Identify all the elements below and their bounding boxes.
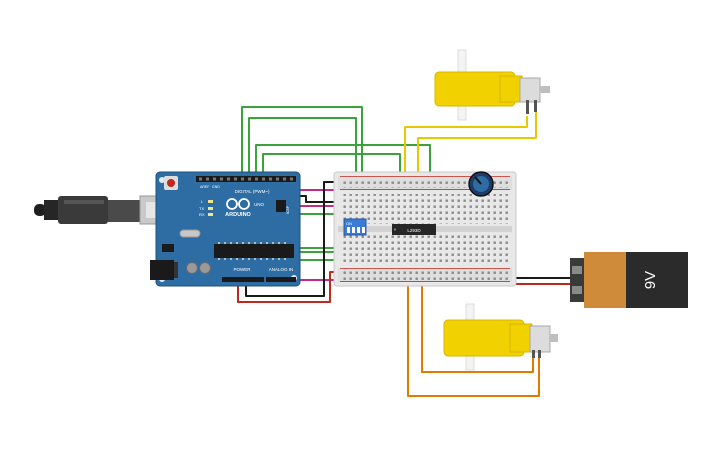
dc-motor-top[interactable] (434, 49, 550, 121)
battery-label: 9V (642, 271, 659, 289)
icsp-label: ICSP (286, 205, 290, 214)
arduino-brand: ARDUINO (225, 212, 251, 218)
led-rx (208, 213, 213, 216)
crystal (179, 229, 201, 238)
arduino-model: UNO (254, 202, 264, 207)
power-header[interactable] (222, 277, 264, 282)
capacitor-2 (199, 262, 211, 274)
led-rx-label: RX (199, 212, 205, 217)
arduino-board[interactable]: DIGITAL (PWM~) AREF GND L TX RX ARDUINO … (150, 171, 301, 287)
atmega-chip (214, 244, 294, 258)
terminal-holes-top (342, 194, 508, 224)
wire-orange-1[interactable] (407, 262, 540, 397)
l293d-ic[interactable]: L293D (392, 224, 436, 235)
dc-motor-bottom[interactable] (443, 303, 558, 371)
terminal-holes-bottom (342, 234, 508, 264)
digital-header[interactable] (196, 176, 296, 182)
ic-label: L293D (407, 228, 421, 233)
arduino-logo-icon (226, 198, 250, 210)
analog-header-label: ANALOG IN (269, 267, 294, 272)
gnd-label: GND (212, 185, 220, 189)
icsp-header (276, 200, 286, 212)
analog-header[interactable] (266, 277, 296, 282)
potentiometer[interactable] (468, 171, 494, 197)
power-jack (150, 260, 174, 280)
led-l-label: L (201, 199, 204, 204)
led-l (208, 200, 213, 203)
wire-green-2[interactable] (248, 117, 357, 218)
dip-switch-label: ON (346, 221, 352, 226)
led-tx (208, 207, 213, 210)
wire-black-1[interactable] (245, 181, 346, 297)
power-header-label: POWER (233, 267, 251, 272)
wire-yellow-1[interactable] (404, 116, 528, 205)
dip-switch[interactable]: ON (343, 218, 367, 236)
led-tx-label: TX (199, 206, 204, 211)
voltage-regulator (162, 244, 174, 252)
digital-header-label: DIGITAL (PWM~) (235, 189, 270, 194)
rail-holes-top (342, 178, 508, 188)
wire-orange-2[interactable] (421, 262, 534, 373)
battery-9v[interactable]: 9V (570, 252, 688, 308)
usb-cable (34, 195, 169, 225)
rail-holes-bottom (342, 270, 508, 280)
aref-label: AREF (200, 185, 209, 189)
capacitor-1 (186, 262, 198, 274)
